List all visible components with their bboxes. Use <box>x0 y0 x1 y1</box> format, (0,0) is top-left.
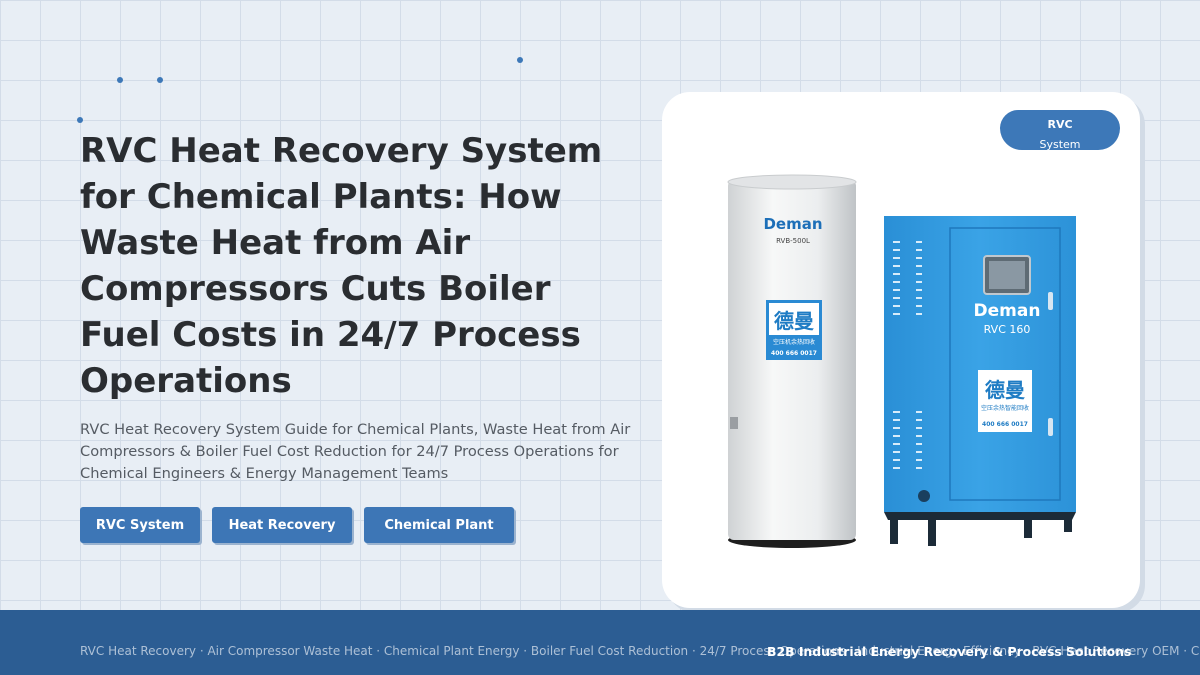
footer-bar: RVC Heat Recovery · Air Compressor Waste… <box>0 610 1200 675</box>
decor-dot <box>77 117 83 123</box>
tank-model: RVB-500L <box>776 237 810 245</box>
tag-heat-recovery[interactable]: Heat Recovery <box>212 507 352 543</box>
tank-phone: 400 666 0017 <box>771 350 817 357</box>
footer-ticker: RVC Heat Recovery · Air Compressor Waste… <box>80 644 1200 658</box>
footer-tagline: B2B Industrial Energy Recovery & Process… <box>767 644 1132 659</box>
cabinet-label-cn: 德曼 <box>985 378 1025 402</box>
product-badge: RVC System <box>1000 110 1120 150</box>
badge-line1: RVC <box>1047 118 1073 131</box>
page-subtitle: RVC Heat Recovery System Guide for Chemi… <box>80 421 631 482</box>
tank-brand: Deman <box>763 215 822 233</box>
cabinet-brand: Deman <box>974 301 1041 321</box>
decor-dot <box>117 77 123 83</box>
tag-chemical-plant[interactable]: Chemical Plant <box>364 507 514 543</box>
page-title: RVC Heat Recovery System for Chemical Pl… <box>80 131 603 401</box>
rvc-cabinet-illustration: Deman RVC 160 德曼 空压余热智能回收 400 666 0017 <box>884 216 1076 546</box>
tank-label-sub: 空压机余热回收 <box>773 338 815 346</box>
cabinet-label-sub: 空压余热智能回收 <box>981 404 1029 412</box>
decor-dot <box>157 77 163 83</box>
cabinet-model: RVC 160 <box>984 323 1031 336</box>
cabinet-phone: 400 666 0017 <box>982 421 1028 428</box>
tag-rvc-system[interactable]: RVC System <box>80 507 200 543</box>
badge-line2: System <box>1039 138 1081 150</box>
water-tank-illustration: Deman RVB-500L 德曼 空压机余热回收 400 666 0017 <box>727 174 857 548</box>
tank-label-cn: 德曼 <box>774 309 814 333</box>
product-card: RVC System Deman RVB-500L <box>662 92 1140 608</box>
product-image: Deman RVB-500L 德曼 空压机余热回收 400 666 0017 <box>727 174 1076 548</box>
decor-dot <box>517 57 523 63</box>
